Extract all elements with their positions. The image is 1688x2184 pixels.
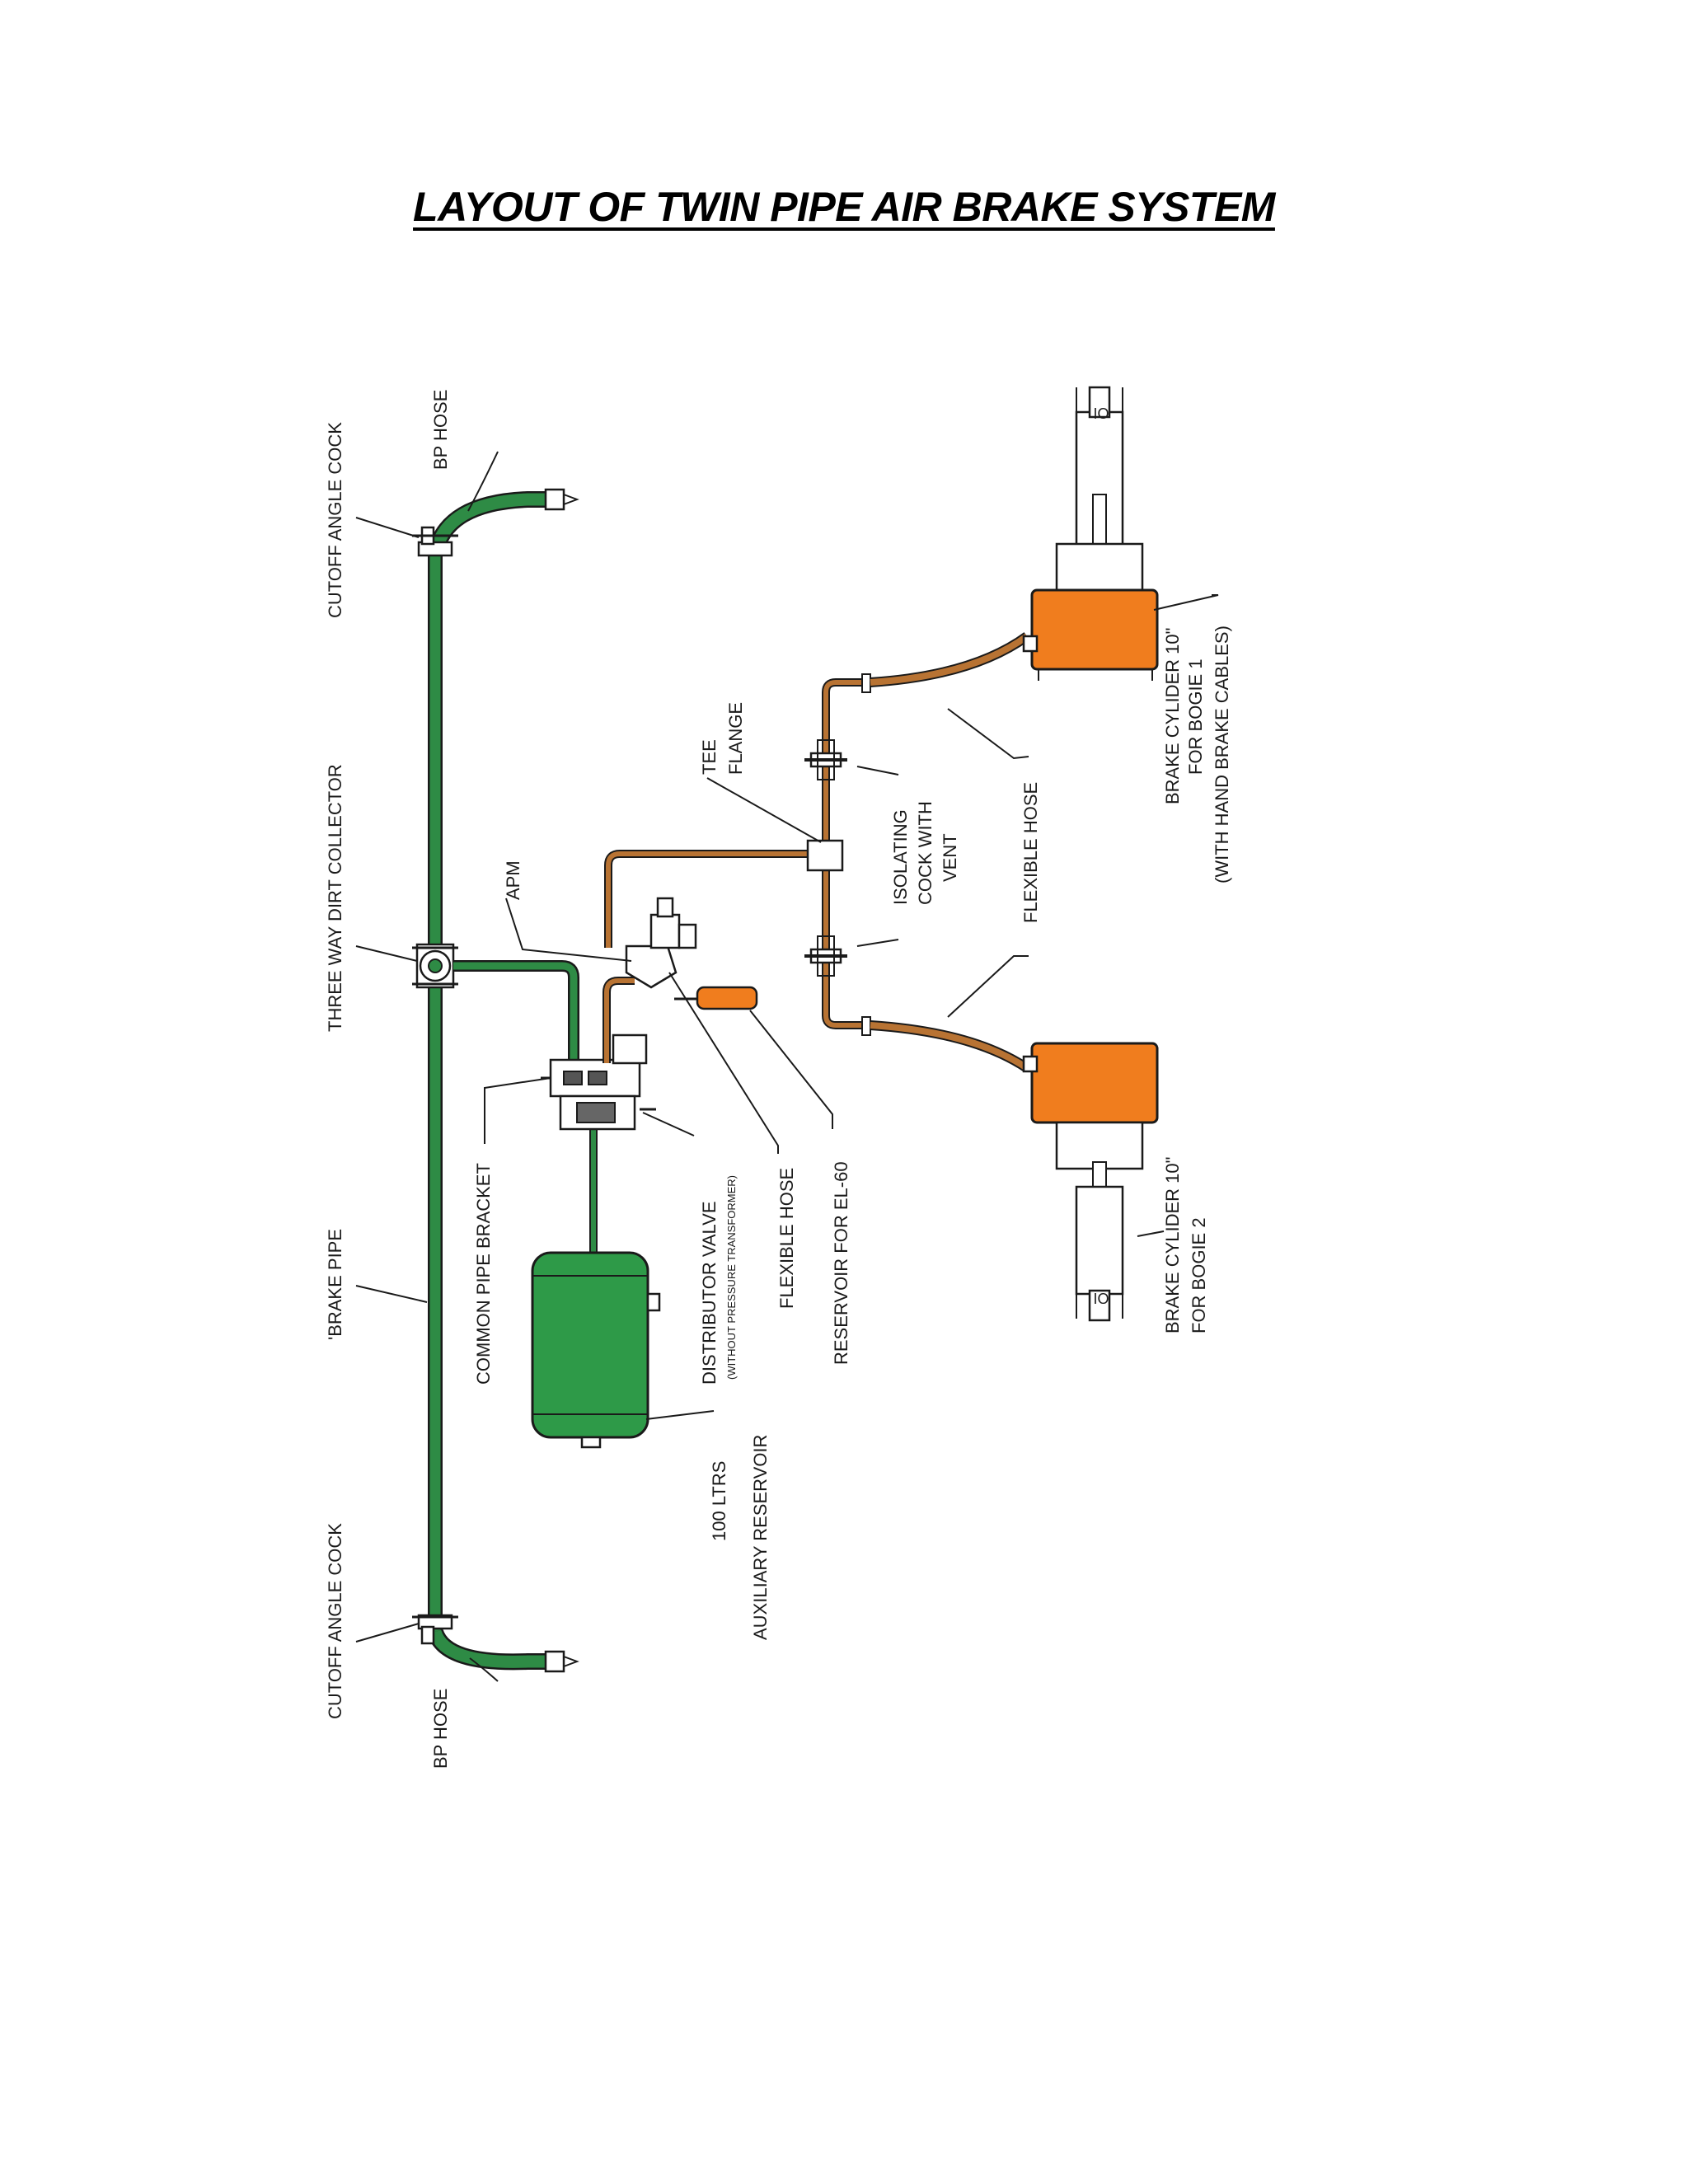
label-isolating-cock-3: VENT [940,833,960,882]
bp-hose-bottom [427,1629,579,1673]
label-three-way-dirt-collector: THREE WAY DIRT COLLECTOR [325,764,345,1032]
brake-cylinder-bogie2: IO [1022,1042,1159,1322]
distributor-valve [541,1033,656,1131]
flexible-hose-bogie1 [861,632,1030,693]
branch-pipe-copper [603,678,865,1063]
label-isolating-cock-1: ISOLATING [890,809,911,905]
label-brake-cylinder-bogie1-1: BRAKE CYLIDER 10" [1162,628,1183,804]
svg-text:IO: IO [1093,1291,1109,1307]
three-way-dirt-collector [412,943,458,989]
svg-text:IO: IO [1093,405,1109,422]
label-brake-pipe: 'BRAKE PIPE [325,1229,345,1340]
label-auxiliary-reservoir-2: AUXILIARY RESERVOIR [750,1435,771,1640]
leader-lines [355,451,1219,1682]
label-flexible-hose-right: FLEXIBLE HOSE [1020,782,1041,923]
cutoff-angle-cock-top [412,526,458,557]
label-tee: TEE [699,739,720,775]
label-bp-hose-bottom: BP HOSE [430,1689,451,1769]
tee-flange [806,839,844,872]
apm-valve [625,897,697,989]
label-reservoir-el60: RESERVOIR FOR EL-60 [831,1161,851,1365]
label-bp-hose-top: BP HOSE [430,390,451,470]
label-brake-cylinder-bogie2-2: FOR BOGIE 2 [1189,1217,1209,1333]
label-brake-cylinder-bogie2-1: BRAKE CYLIDER 10" [1162,1157,1183,1333]
label-flexible-hose-left: FLEXIBLE HOSE [776,1168,797,1309]
label-auxiliary-reservoir-1: 100 LTRS [709,1461,729,1541]
label-isolating-cock-2: COCK WITH [915,801,935,905]
reservoir-el60 [674,986,758,1010]
isolating-cock-lower [804,935,847,977]
label-brake-cylinder-bogie1-2: FOR BOGIE 1 [1185,658,1206,775]
label-cutoff-angle-cock-top: CUTOFF ANGLE COCK [325,422,345,618]
flexible-hose-bogie2 [861,1016,1030,1072]
bp-hose-top [427,488,579,556]
label-distributor-valve: DISTRIBUTOR VALVE [699,1202,720,1385]
label-flange: FLANGE [725,702,746,775]
branch-pipe-green [453,960,598,1253]
cutoff-angle-cock-bottom [412,1614,458,1645]
brake-cylinder-bogie1: IO [1022,386,1159,681]
label-distributor-valve-note: (WITHOUT PRESSURE TRANSFORMER) [725,1175,738,1380]
label-common-pipe-bracket: COMMON PIPE BRACKET [473,1163,494,1385]
label-apm: APM [503,860,523,900]
page-title: LAYOUT OF TWIN PIPE AIR BRAKE SYSTEM [413,184,1275,230]
auxiliary-reservoir [531,1251,661,1449]
label-brake-cylinder-bogie1-3: (WITH HAND BRAKE CABLES) [1212,626,1232,883]
label-cutoff-angle-cock-bottom: CUTOFF ANGLE COCK [325,1523,345,1719]
isolating-cock-upper [804,739,847,780]
